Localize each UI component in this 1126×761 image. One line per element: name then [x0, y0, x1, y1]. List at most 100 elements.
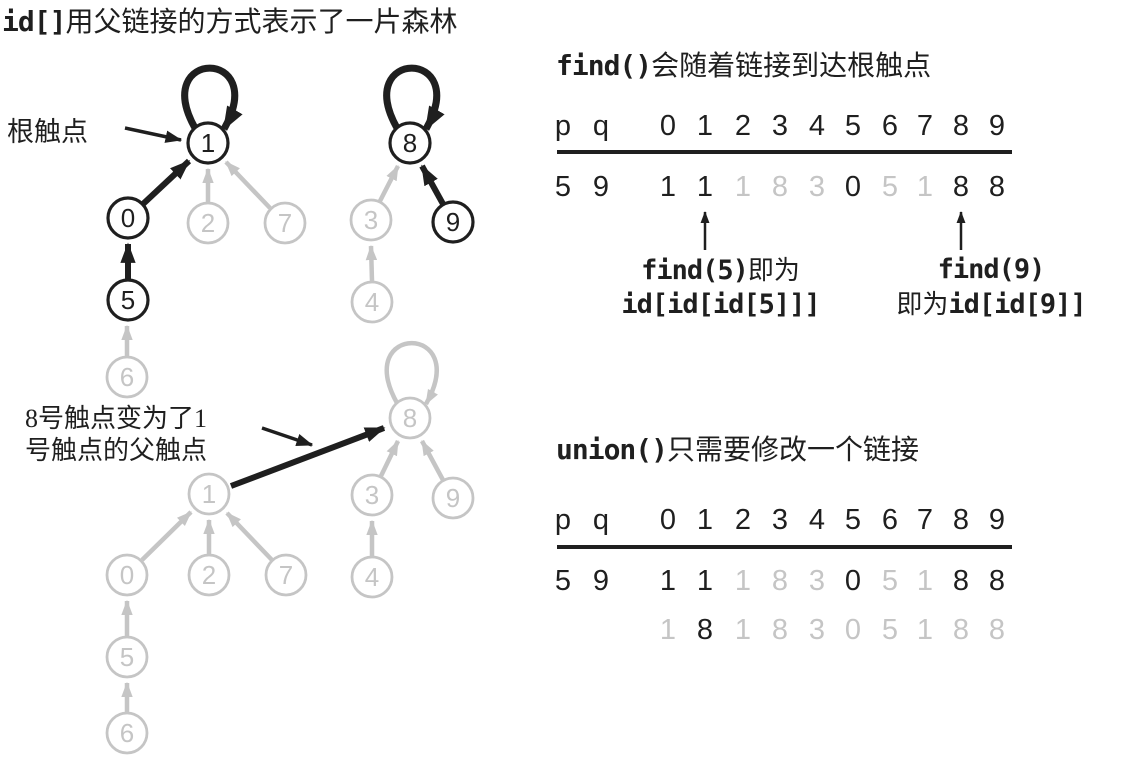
figure-title-code: id[] [2, 5, 66, 38]
union-heading-zh: 只需要修改一个链接 [667, 435, 920, 466]
find-header-cell: 0 [659, 110, 677, 142]
site-node-label-2: 2 [202, 560, 216, 590]
union-row-cell: 3 [808, 614, 826, 646]
union-header-cell: p [554, 504, 572, 536]
union-header-cell: 1 [696, 504, 714, 536]
site-node-label-6: 6 [120, 362, 134, 392]
find-row-cell: 3 [808, 171, 826, 203]
union-table-rule [557, 545, 1012, 549]
union-row-cell: 8 [696, 614, 714, 646]
parent-link-arrow [225, 511, 274, 562]
site-node-label-5: 5 [121, 285, 135, 315]
parent-link-arrow [378, 439, 401, 477]
parent-link-arrow [377, 164, 401, 203]
find-header-cell: 4 [808, 110, 826, 142]
site-node-6 [105, 355, 149, 399]
site-node-7 [264, 553, 308, 597]
new-parent-label-line1: 8号触点变为了1 [25, 404, 208, 433]
site-node-label-7: 7 [279, 560, 293, 590]
find-header-cell: q [592, 110, 610, 142]
site-node-5 [106, 278, 150, 322]
site-node-2 [187, 553, 231, 597]
union-header-cell: 0 [659, 504, 677, 536]
site-node-label-4: 4 [365, 562, 379, 592]
site-node-9 [431, 476, 475, 520]
site-node-label-1: 1 [201, 128, 215, 158]
site-node-label-7: 7 [278, 208, 292, 238]
parent-link-arrow [224, 160, 272, 210]
find9-annotation-zh: 即为 [896, 290, 949, 319]
union-header-cell: 4 [808, 504, 826, 536]
union-row-cell: 1 [916, 565, 934, 597]
union-row-cell: 1 [734, 565, 752, 597]
site-node-label-1: 1 [202, 479, 216, 509]
new-parent-label: 8号触点变为了1 号触点的父触点 [25, 403, 207, 467]
root-site-label: 根触点 [7, 117, 88, 147]
find-row-cell: 1 [659, 171, 677, 203]
self-loop-arrow [181, 64, 243, 131]
self-loop-arrow [384, 340, 439, 406]
site-node-2 [186, 201, 230, 245]
find9-annotation: find(9) 即为id[id[9]] [858, 253, 1124, 322]
union-header-cell: 8 [952, 504, 970, 536]
find-header-cell: 2 [734, 110, 752, 142]
find-header-cell: 3 [771, 110, 789, 142]
union-row-cell: 3 [808, 565, 826, 597]
union-row-cell: 1 [734, 614, 752, 646]
site-node-3 [349, 198, 393, 242]
site-node-1 [187, 472, 231, 516]
find5-annotation-zh: 即为 [747, 256, 800, 285]
union-header-cell: 7 [916, 504, 934, 536]
find-header-cell: 6 [881, 110, 899, 142]
find-row-cell: 1 [734, 171, 752, 203]
find-header-cell: 1 [696, 110, 714, 142]
site-node-0 [106, 196, 150, 240]
union-header-cell: 6 [881, 504, 899, 536]
union-header-cell: 2 [734, 504, 752, 536]
find-row-cell: 8 [988, 171, 1006, 203]
site-node-6 [105, 711, 149, 755]
union-row-cell: 1 [659, 614, 677, 646]
find-row-p: 5 [554, 171, 572, 203]
find-row-cell: 1 [916, 171, 934, 203]
union-row-cell: 5 [881, 565, 899, 597]
union-row-cell: 8 [771, 614, 789, 646]
site-node-label-5: 5 [120, 642, 134, 672]
site-node-7 [263, 201, 307, 245]
find-table-rule [557, 150, 1012, 154]
site-node-label-2: 2 [201, 208, 215, 238]
find5-annotation-code2: id[id[id[5]]] [621, 289, 820, 320]
find5-annotation-code1: find(5) [641, 255, 749, 286]
union-row-q: 9 [592, 565, 610, 597]
site-node-label-9: 9 [446, 207, 460, 237]
parent-link-arrow [140, 158, 192, 207]
site-node-0 [105, 553, 149, 597]
union-row-cell: 8 [952, 614, 970, 646]
parent-link-arrow [140, 510, 193, 562]
site-node-5 [105, 635, 149, 679]
union-header-cell: 5 [844, 504, 862, 536]
union-row-cell: 8 [988, 614, 1006, 646]
union-row-cell: 8 [988, 565, 1006, 597]
site-node-label-3: 3 [364, 205, 378, 235]
union-header-cell: 9 [988, 504, 1006, 536]
parent-link-arrow [365, 244, 378, 282]
find-header-cell: p [554, 110, 572, 142]
parent-link-arrow [419, 164, 446, 206]
site-node-label-0: 0 [120, 560, 134, 590]
union-row-p: 5 [554, 565, 572, 597]
find-row-cell: 8 [771, 171, 789, 203]
union-header-cell: q [592, 504, 610, 536]
find-header-cell: 9 [988, 110, 1006, 142]
self-loop-arrow [383, 64, 445, 131]
figure-title-zh: 用父链接的方式表示了一片森林 [65, 7, 458, 38]
union-heading-code: union() [556, 433, 668, 466]
find-header-cell: 5 [844, 110, 862, 142]
site-node-4 [350, 280, 394, 324]
site-node-label-9: 9 [446, 483, 460, 513]
site-node-3 [350, 473, 394, 517]
new-parent-link-arrow [229, 425, 386, 489]
union-row-cell: 8 [952, 565, 970, 597]
